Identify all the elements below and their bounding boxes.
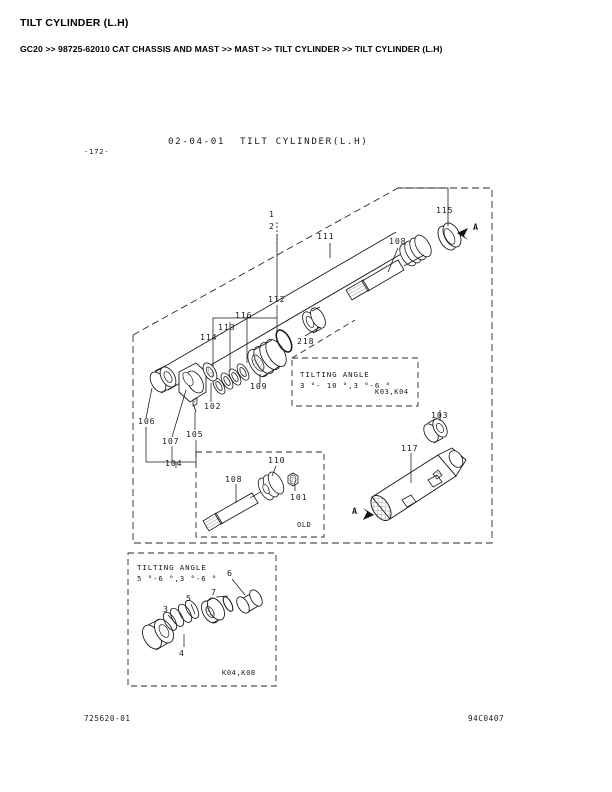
leader-lines-assembled [410,410,441,483]
callout-3: 3 [163,604,169,614]
section-mark-a-top: A [473,222,479,232]
old-variant-drawing [202,471,299,532]
callout-103: 103 [431,410,449,420]
callout-7: 7 [211,587,217,597]
cylinder-head-group [149,362,218,413]
sheet-name: TILT CYLINDER(L.H) [240,136,369,147]
piston-rod-assembly-upper [345,222,462,301]
section-arrow-a-top [457,228,468,240]
callout-102: 102 [204,401,222,411]
section-arrow-a-bottom [363,508,374,520]
main-assembly-frame [132,187,493,544]
page-marker: -172- [84,147,110,156]
sheet-number: 02-04-01 [168,136,226,147]
callout-101: 101 [290,492,308,502]
note-connector-upper [291,319,356,359]
callout-109: 109 [250,381,268,391]
leader-108-upper [387,247,399,273]
leader-115 [398,187,449,226]
gland-nut-109 [247,338,287,378]
callout-5: 5 [186,593,192,603]
note-box-old [195,451,325,538]
callout-2: 2 [269,221,275,231]
note-tilting-upper-line2: 3 °- 10 °,3 °-6 ° [300,381,391,390]
callout-114: 114 [200,332,218,342]
callout-116: 116 [235,310,253,320]
callout-111: 111 [317,231,335,241]
note-box-tilting-upper [291,357,419,407]
callout-108-old: 108 [225,474,243,484]
leader-lines-head [145,383,212,468]
callout-104: 104 [165,458,183,468]
callout-6: 6 [227,568,233,578]
callout-105: 105 [186,429,204,439]
callout-106: 106 [138,416,156,426]
leader-lines-old [235,465,296,503]
callout-110: 110 [268,455,286,465]
callout-1: 1 [269,209,275,219]
section-mark-a-bottom: A [352,506,358,516]
seal-rings-group [212,363,250,395]
page-title: TILT CYLINDER (L.H) [20,17,129,29]
note-box-tilting-lower [127,552,277,687]
footer-right-code: 94C0407 [468,714,505,723]
callout-117: 117 [401,443,419,453]
o-ring-112 [275,329,293,353]
assembled-cylinder-view [370,417,467,522]
note-tilting-lower-line1: TILTING ANGLE [137,563,207,572]
note-old-tag: OLD [297,521,312,529]
leader-lines-lower-variant [167,578,246,647]
footer-left-code: 725620-01 [84,714,131,723]
bushing-218 [302,306,326,334]
note-tilting-lower-tag: K04,K08 [222,669,256,677]
callout-112: 112 [268,294,286,304]
lower-variant-drawing [142,589,263,651]
callout-218: 218 [297,336,315,346]
callout-107: 107 [162,436,180,446]
callout-113: 113 [218,322,236,332]
callout-108-upper: 108 [389,236,407,246]
note-tilting-upper-line1: TILTING ANGLE [300,370,370,379]
callout-115: 115 [436,205,454,215]
note-tilting-lower-line2: 5 °-6 °,3 °-6 ° [137,574,218,583]
note-tilting-upper-tag: K03,K04 [375,388,409,396]
breadcrumb: GC20 >> 98725-62010 CAT CHASSIS AND MAST… [20,44,443,54]
callout-4: 4 [179,648,185,658]
